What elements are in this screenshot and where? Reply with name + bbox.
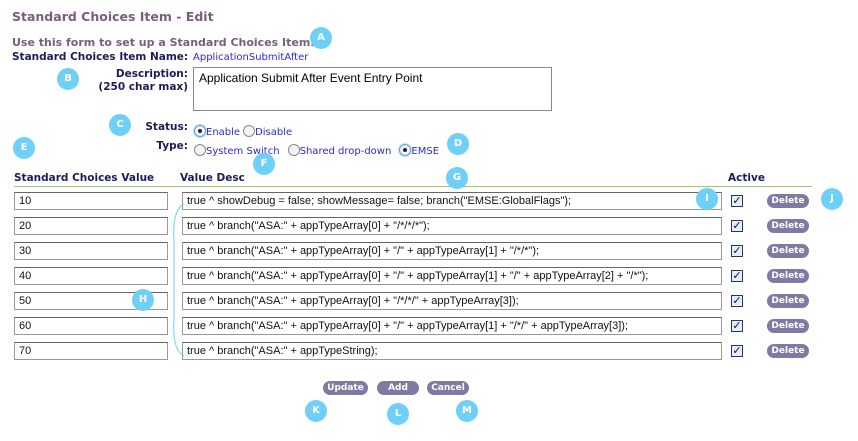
value-input[interactable]: 70 (14, 342, 168, 360)
header-desc: Value Desc (180, 172, 245, 184)
value-input[interactable]: 20 (14, 217, 168, 235)
delete-button[interactable]: Delete (767, 194, 809, 208)
type-system-switch-label[interactable]: System Switch (206, 146, 280, 157)
type-shared-dropdown-radio[interactable] (287, 144, 300, 156)
callout-marker: D (447, 133, 469, 155)
delete-button[interactable]: Delete (767, 219, 809, 233)
delete-button[interactable]: Delete (767, 269, 809, 283)
value-desc-input[interactable]: true ^ branch("ASA:" + appTypeArray[0] +… (182, 242, 722, 260)
description-hint: (250 char max) (98, 81, 188, 93)
active-checkbox[interactable]: ✓ (731, 219, 743, 232)
value-input[interactable]: 60 (14, 317, 168, 335)
value-desc-input[interactable]: true ^ branch("ASA:" + appTypeString); (182, 342, 722, 360)
value-input[interactable]: 40 (14, 267, 168, 285)
active-checkbox[interactable]: ✓ (731, 344, 743, 357)
delete-button[interactable]: Delete (767, 344, 809, 358)
value-desc-input[interactable]: true ^ branch("ASA:" + appTypeArray[0] +… (182, 317, 722, 335)
value-desc-input[interactable]: true ^ branch("ASA:" + appTypeArray[0] +… (182, 267, 722, 285)
value-input[interactable]: 50 (14, 292, 168, 310)
type-radio-group: System Switch Shared drop-down EMSE (194, 139, 442, 158)
active-checkbox[interactable]: ✓ (731, 194, 743, 207)
status-disable-radio[interactable] (243, 125, 256, 137)
callout-marker: A (310, 27, 332, 49)
active-checkbox[interactable]: ✓ (731, 269, 743, 282)
value-input[interactable]: 10 (14, 192, 168, 210)
status-enable-label[interactable]: Enable (206, 127, 241, 138)
cancel-button[interactable]: Cancel (427, 381, 469, 395)
header-active: Active (728, 172, 765, 184)
active-checkbox[interactable]: ✓ (731, 294, 743, 307)
type-emse-label[interactable]: EMSE (411, 146, 440, 157)
active-checkbox[interactable]: ✓ (731, 244, 743, 257)
description-label: Description: (115, 68, 188, 80)
bracket-h (173, 203, 185, 357)
type-shared-dropdown-label[interactable]: Shared drop-down (299, 146, 392, 157)
delete-button[interactable]: Delete (767, 294, 809, 308)
update-button[interactable]: Update (323, 381, 368, 395)
value-input[interactable]: 30 (14, 242, 168, 260)
header-divider (14, 186, 812, 187)
callout-marker: J (821, 188, 843, 210)
status-label: Status: (145, 121, 188, 133)
intro-text: Use this form to set up a Standard Choic… (12, 36, 315, 49)
value-desc-input[interactable]: true ^ showDebug = false; showMessage= f… (182, 192, 722, 210)
page-title: Standard Choices Item - Edit (12, 9, 214, 24)
callout-marker: M (456, 400, 478, 422)
callout-marker: B (57, 68, 79, 90)
value-desc-input[interactable]: true ^ branch("ASA:" + appTypeArray[0] +… (182, 292, 722, 310)
callout-marker: K (305, 400, 327, 422)
header-value: Standard Choices Value (14, 172, 155, 184)
callout-marker: F (253, 153, 275, 175)
callout-marker: C (109, 114, 131, 136)
callout-marker: H (132, 289, 154, 311)
add-button[interactable]: Add (377, 381, 419, 395)
callout-marker: L (387, 403, 409, 425)
delete-button[interactable]: Delete (767, 319, 809, 333)
status-enable-radio[interactable] (194, 125, 206, 137)
type-emse-radio[interactable] (399, 144, 412, 156)
value-desc-input[interactable]: true ^ branch("ASA:" + appTypeArray[0] +… (182, 217, 722, 235)
active-checkbox[interactable]: ✓ (731, 319, 743, 332)
item-name-value: ApplicationSubmitAfter (193, 52, 309, 63)
type-label: Type: (156, 140, 188, 152)
callout-marker: G (446, 167, 468, 189)
delete-button[interactable]: Delete (767, 244, 809, 258)
status-disable-label[interactable]: Disable (255, 127, 293, 138)
item-name-label: Standard Choices Item Name: (12, 51, 189, 63)
callout-marker: E (13, 137, 35, 159)
description-input[interactable]: Application Submit After Event Entry Poi… (193, 67, 552, 111)
type-system-switch-radio[interactable] (194, 144, 206, 156)
callout-marker: I (696, 188, 718, 210)
status-radio-group: Enable Disable (194, 120, 295, 139)
